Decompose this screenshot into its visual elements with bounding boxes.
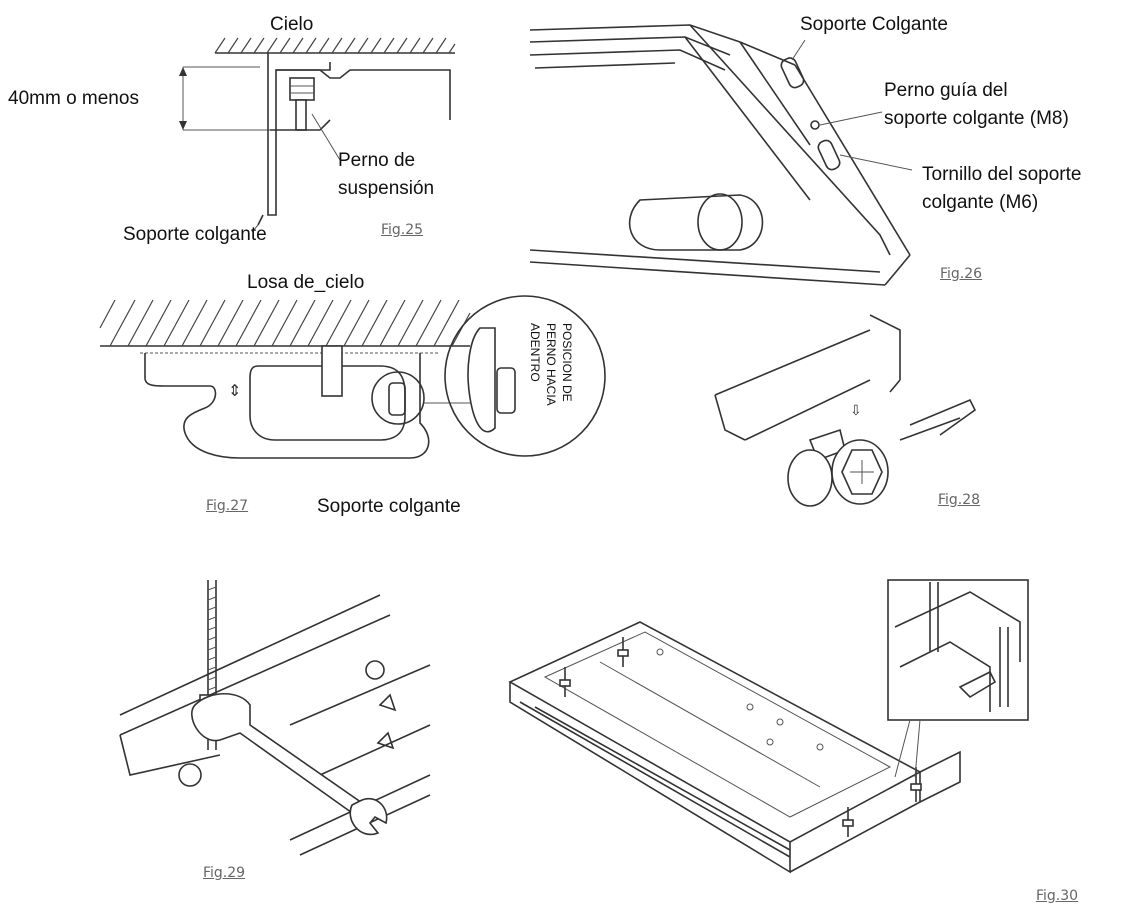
label-ceiling: Cielo xyxy=(270,14,314,35)
fig27-drawing: ⇕ xyxy=(99,295,606,459)
fig26-drawing xyxy=(529,24,913,286)
label-hanging-bracket: Soporte colgante xyxy=(123,224,267,245)
fig30-panel: Fig.30 xyxy=(490,572,1134,916)
screw xyxy=(178,763,202,787)
bracket-slot xyxy=(780,57,805,89)
label-suspension-bolt-1: Perno de xyxy=(338,150,416,171)
fig25-panel: Cielo 40mm o menos Perno de suspensión S… xyxy=(0,0,470,260)
caption-fig28: Fig.28 xyxy=(938,492,981,508)
washer xyxy=(787,449,833,507)
caption-fig30: Fig.30 xyxy=(1036,888,1079,904)
bolt-block xyxy=(321,345,343,397)
suspension-bolt xyxy=(295,99,307,131)
fig29-drawing xyxy=(119,580,431,856)
label-suspension-bolt-2: suspensión xyxy=(338,178,435,199)
caption-fig29: Fig.29 xyxy=(203,865,246,881)
caption-fig27: Fig.27 xyxy=(206,498,249,514)
nut xyxy=(289,77,315,101)
svg-text:⇕: ⇕ xyxy=(228,381,241,400)
svg-text:⇩: ⇩ xyxy=(850,403,862,419)
label-inward-1: POSICION DE xyxy=(560,323,575,402)
detail-inset xyxy=(887,579,1029,721)
hanging-bolts xyxy=(559,637,922,837)
ceiling-hatch xyxy=(214,37,456,54)
fig25-drawing xyxy=(179,37,456,233)
label-screw-2: colgante (M6) xyxy=(922,192,1039,213)
slab-hatch xyxy=(99,299,471,347)
guide-bolt xyxy=(810,120,820,130)
fig30-drawing xyxy=(508,579,1029,874)
caption-fig25: Fig.25 xyxy=(381,222,424,238)
label-hanging-bracket-27: Soporte colgante xyxy=(317,496,461,517)
fig28-drawing: ⇩ xyxy=(714,314,977,507)
label-inward-2: PERNO HACIA xyxy=(544,323,559,406)
label-screw-1: Tornillo del soporte xyxy=(922,164,1082,185)
detail-circle-large xyxy=(444,295,606,457)
screw-slot xyxy=(817,139,841,171)
label-guide-bolt-1: Perno guía del xyxy=(884,80,1008,101)
label-distance: 40mm o menos xyxy=(8,88,139,109)
fig26-panel: Soporte Colgante Perno guía del soporte … xyxy=(510,0,1134,300)
fig28-panel: ⇩ Fig.28 xyxy=(690,300,1134,530)
caption-fig26: Fig.26 xyxy=(940,266,983,282)
label-guide-bolt-2: soporte colgante (M8) xyxy=(884,108,1069,129)
fig29-panel: Fig.29 xyxy=(90,575,450,895)
wrench xyxy=(191,693,367,817)
screw xyxy=(365,660,385,680)
detail-circle-small xyxy=(371,371,425,425)
label-slab: Losa de_cielo xyxy=(247,272,365,293)
rod-threads xyxy=(207,586,217,701)
label-hanging-bracket-26: Soporte Colgante xyxy=(800,14,948,35)
label-inward-3: ADENTRO xyxy=(528,323,543,382)
fig27-panel: ⇕ Losa de_cielo POSICION DE PERNO HACIA … xyxy=(0,268,640,528)
